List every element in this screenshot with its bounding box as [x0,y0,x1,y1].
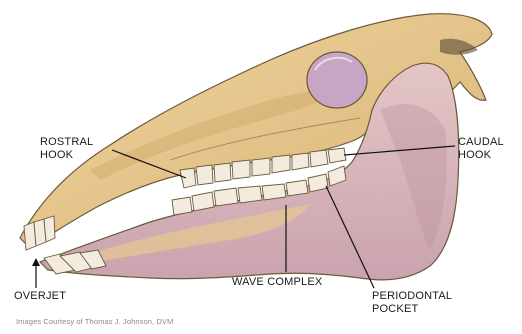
orbit [307,52,367,108]
label-overjet: OVERJET [14,290,66,303]
label-caudal-hook: CAUDAL HOOK [458,136,504,162]
upper-incisors [24,216,55,250]
overjet-arrowhead [32,258,40,266]
image-credit: Images Courtesy of Thomas J. Johnson, DV… [16,317,173,326]
label-rostral-hook: ROSTRAL HOOK [40,136,93,162]
label-periodontal-pocket: PERIODONTAL POCKET [372,290,452,316]
label-wave-complex: WAVE COMPLEX [232,276,322,289]
